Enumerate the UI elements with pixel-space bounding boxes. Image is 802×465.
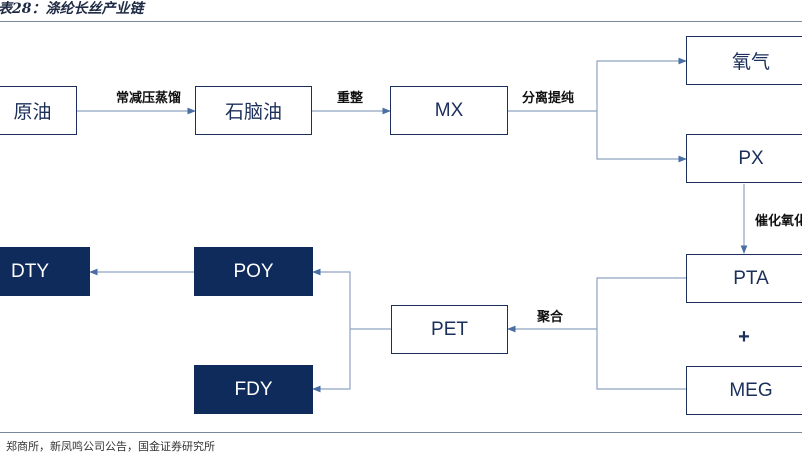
edge-label-separate: 分离提纯 <box>522 90 575 105</box>
edge-to-ox <box>596 57 687 111</box>
plus-sign: + <box>738 326 750 348</box>
node-pet: PET <box>391 305 508 354</box>
edge-to-fdy <box>312 329 351 393</box>
edge-label-polymerize: 聚合 <box>537 309 564 324</box>
figure-source: 郑商所，新凤鸣公司公告，国金证券研究所 <box>6 440 215 453</box>
node-fdy: FDY <box>194 365 313 414</box>
node-poy: POY <box>194 247 313 296</box>
node-pta: PTA <box>686 254 802 303</box>
bottom-rule <box>0 432 802 433</box>
top-rule <box>0 21 802 22</box>
figure-title: 表28：涤纶长丝产业链 <box>0 1 144 17</box>
edge-label-catalytic: 催化氧化 <box>755 213 802 228</box>
node-meg: MEG <box>686 366 802 415</box>
node-crude: 原油 <box>0 86 77 135</box>
node-mx: MX <box>390 86 508 135</box>
node-dty: DTY <box>0 247 90 296</box>
edge-label-reform: 重整 <box>337 90 364 105</box>
edge-to-poy <box>312 268 351 329</box>
edge-to-px <box>596 111 687 163</box>
node-px: PX <box>686 134 802 183</box>
node-naphtha: 石脑油 <box>195 86 312 135</box>
edge-pta-join <box>596 277 686 390</box>
node-ox: 氧气 <box>686 36 802 85</box>
edge-label-distill: 常减压蒸馏 <box>116 90 182 105</box>
